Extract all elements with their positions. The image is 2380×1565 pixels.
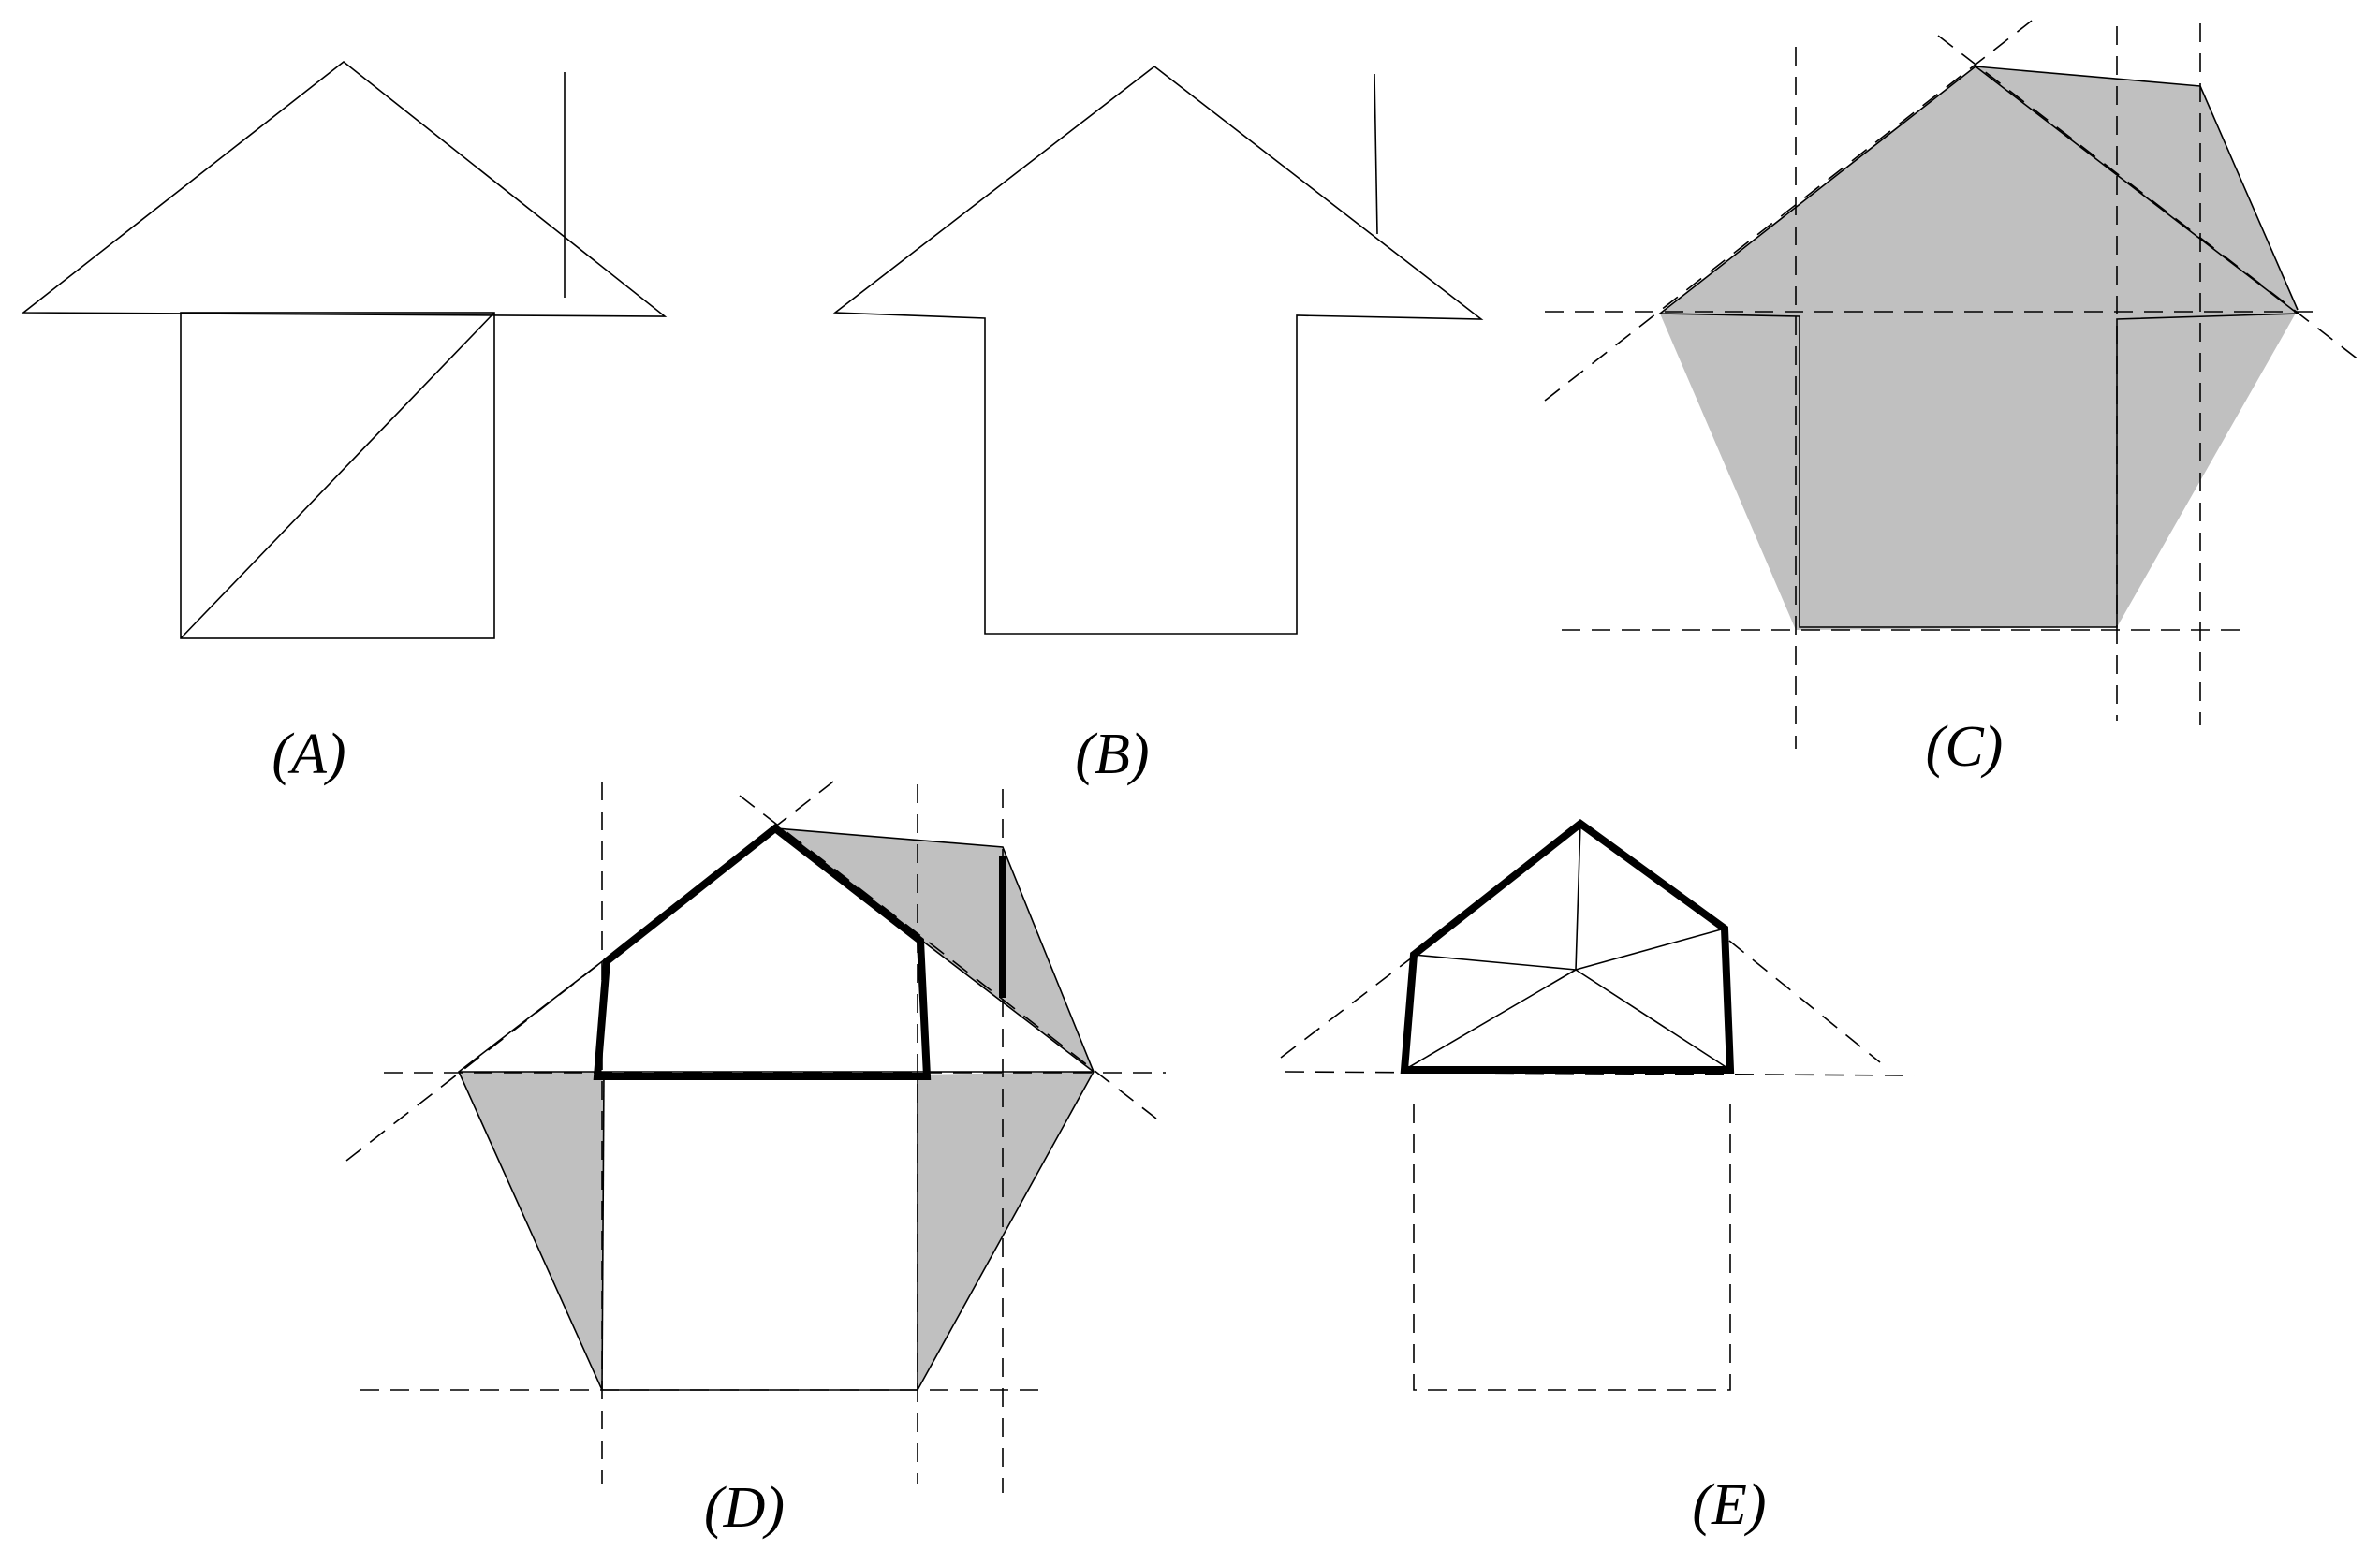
panel-c-arrow-outline: [1657, 65, 2300, 628]
panel-c-label: (C): [1926, 715, 2004, 779]
panel-c-hull-edge-right: [2199, 85, 2299, 311]
panel-d-label: (D): [704, 1476, 785, 1540]
panel-c-shaded-hull: [1660, 66, 2298, 630]
panel-b: (B): [832, 65, 1484, 786]
panel-e-guide-diagonal-right: [1728, 940, 1881, 1063]
panel-e-guide-body-square: [1413, 1104, 1731, 1391]
panel-e-label: (E): [1692, 1473, 1766, 1537]
panel-c-hull-edge-top: [1975, 66, 2201, 87]
panel-e-spoke: [1403, 969, 1577, 1071]
panel-e-guide-diagonal-left: [1280, 954, 1417, 1059]
panel-e-spoke: [1575, 928, 1726, 971]
panel-e-bold-pentagon: [1400, 818, 1735, 1074]
panel-e: (E): [1280, 818, 1916, 1537]
panel-b-arrow-outline: [832, 65, 1484, 635]
panel-a-body-diagonal: [180, 312, 495, 639]
panel-d-bold-pentagon: [593, 823, 932, 1080]
panel-a: (A): [21, 60, 668, 786]
panel-a-label: (A): [272, 723, 345, 786]
panel-a-body-square: [180, 312, 495, 639]
panel-e-spoke: [1413, 954, 1577, 971]
panel-c: (C): [1544, 20, 2360, 779]
panel-a-roof-triangle: [21, 60, 668, 317]
panel-b-label: (B): [1075, 723, 1149, 786]
panel-e-spoke: [1575, 969, 1731, 1071]
panel-b-chimney-line: [1374, 73, 1378, 235]
panel-d: (D): [345, 781, 1166, 1540]
panel-e-triangulation: [1403, 823, 1731, 1071]
panel-c-guide-diagonal-left: [1544, 20, 2033, 402]
panel-e-spoke: [1575, 823, 1581, 971]
